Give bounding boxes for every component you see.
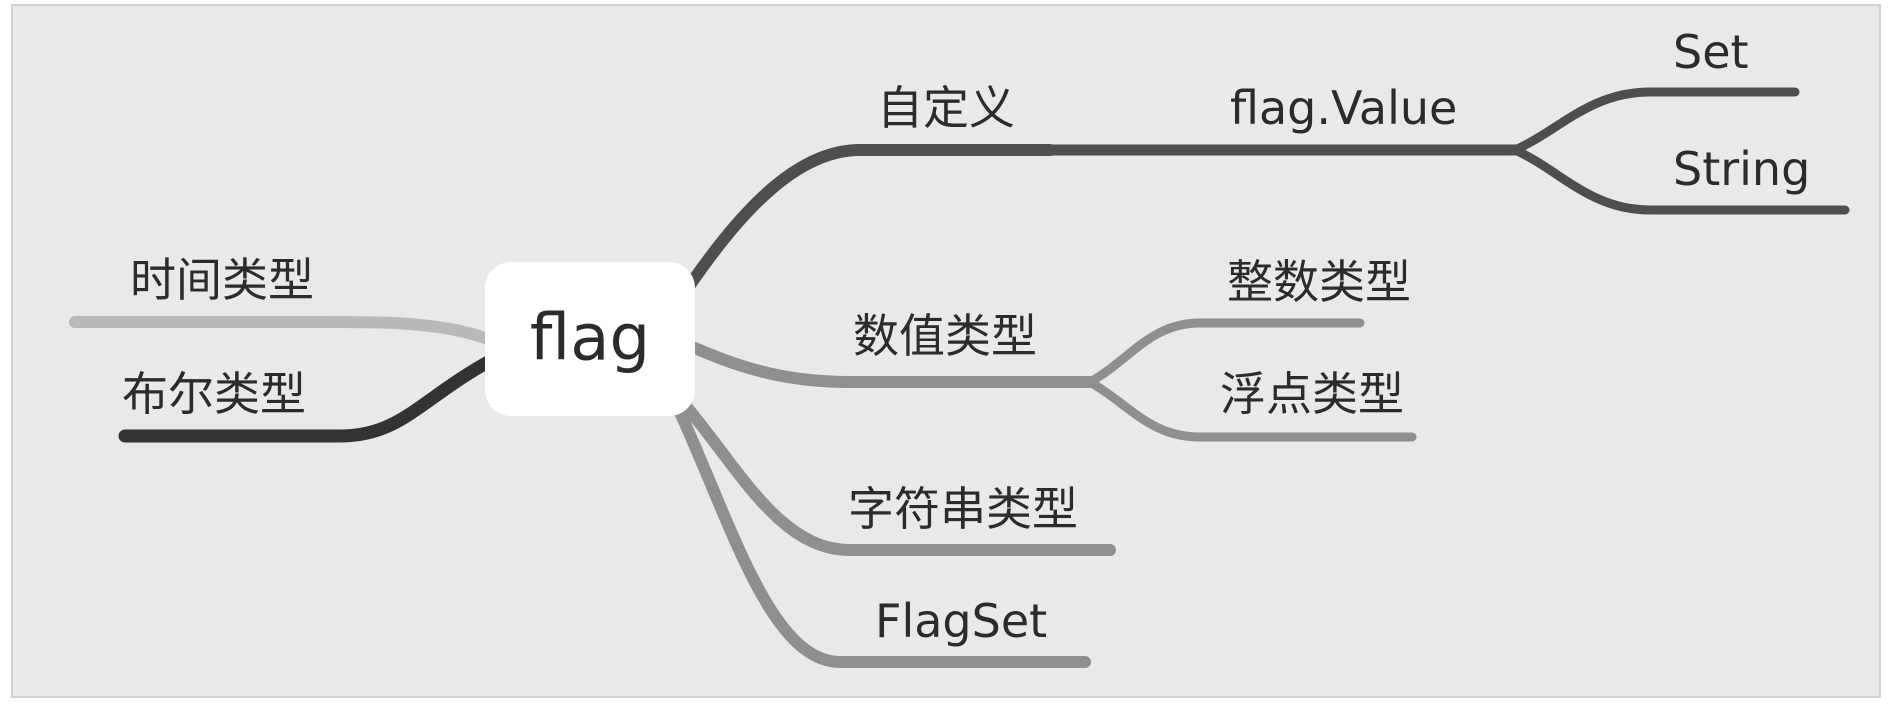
branch-line-custom [684, 144, 1056, 291]
branch-line-string [1510, 145, 1850, 215]
node-time-label[interactable]: 时间类型 [130, 253, 314, 307]
node-custom-label[interactable]: 自定义 [877, 81, 1015, 135]
root-node[interactable]: flag [485, 262, 695, 416]
branch-line-bool [118, 355, 495, 443]
node-flagset-label[interactable]: FlagSet [875, 594, 1047, 648]
branch-line-time [69, 316, 491, 344]
branch-line-strtype [679, 399, 1116, 556]
branch-line-float [1085, 377, 1417, 442]
branch-line-numeric [689, 342, 1096, 388]
root-node-label: flag [530, 302, 650, 376]
root-node-box [485, 262, 695, 416]
node-set-label[interactable]: Set [1673, 25, 1749, 79]
node-int-label[interactable]: 整数类型 [1227, 255, 1411, 309]
branch-line-int [1085, 318, 1365, 387]
node-bool-label[interactable]: 布尔类型 [122, 367, 306, 421]
node-flagvalue-label[interactable]: flag.Value [1230, 81, 1457, 135]
node-float-label[interactable]: 浮点类型 [1220, 367, 1404, 421]
branch-line-flagset [672, 402, 1091, 668]
branch-line-set [1510, 87, 1800, 155]
node-numeric-label[interactable]: 数值类型 [853, 309, 1037, 363]
branch-lines [69, 87, 1850, 668]
node-string-label[interactable]: String [1673, 142, 1810, 196]
node-strtype-label[interactable]: 字符串类型 [848, 482, 1078, 536]
